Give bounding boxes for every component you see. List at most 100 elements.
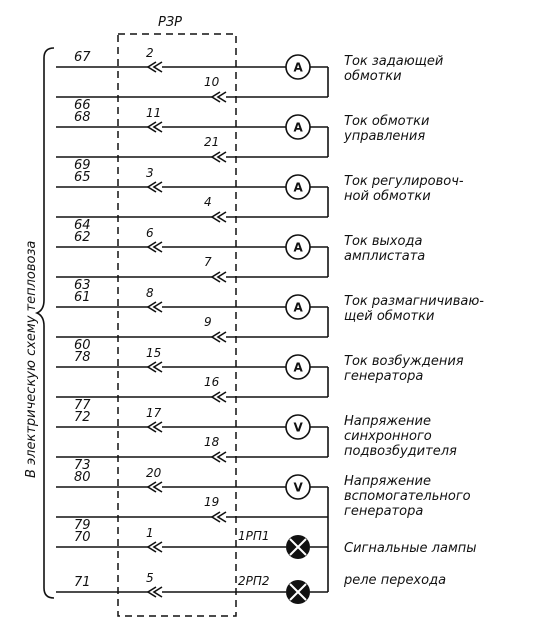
- connector-contact: [146, 121, 163, 133]
- connector-contact: [210, 451, 227, 463]
- lamp-cross: [289, 538, 307, 556]
- pin-number-top: 11: [146, 106, 161, 120]
- connector-contact: [210, 511, 227, 523]
- measurement-description: Напряжение: [344, 414, 431, 429]
- lamp-description: Сигнальные лампы: [344, 541, 477, 556]
- pin-number-bottom: 19: [204, 495, 219, 509]
- wire-number-bottom: 77: [74, 398, 91, 413]
- wire-number-bottom: 79: [74, 518, 91, 533]
- pin-number-bottom: 7: [204, 255, 212, 269]
- measurement-description: Ток задающей: [344, 54, 443, 69]
- measurement-description: Ток выхода: [344, 234, 422, 249]
- wire-number-top: 61: [74, 290, 91, 305]
- wire-number-top: 65: [74, 170, 91, 185]
- meter-letter: A: [294, 361, 304, 375]
- ammeter-icon: [285, 114, 311, 140]
- connector-contact: [146, 61, 163, 73]
- meter-letter: A: [294, 121, 304, 135]
- measurement-description: управления: [343, 129, 425, 144]
- wire-number: 70: [74, 530, 91, 545]
- ammeter-icon: [285, 174, 311, 200]
- connector-contact: [146, 586, 163, 598]
- connector-contact: [210, 331, 227, 343]
- connector-contact: [210, 151, 227, 163]
- meter-letter: A: [294, 241, 304, 255]
- ammeter-icon: [285, 354, 311, 380]
- lamp-description: реле перехода: [343, 573, 446, 588]
- connector-label: РЗР: [158, 15, 182, 30]
- wire-number-bottom: 69: [74, 158, 91, 173]
- measurement-description: подвозбудителя: [344, 444, 457, 459]
- pin-number: 1: [146, 526, 154, 540]
- wire-number-top: 80: [74, 470, 91, 485]
- wire-number-bottom: 66: [74, 98, 91, 113]
- measurement-description: обмотки: [344, 69, 402, 84]
- connector-contact: [146, 301, 163, 313]
- measurement-description: генератора: [344, 504, 423, 519]
- wire-number-bottom: 64: [74, 218, 91, 233]
- ammeter-icon: [285, 54, 311, 80]
- pin-number-top: 8: [146, 286, 154, 300]
- measurement-description: Ток регулировоч-: [344, 174, 464, 189]
- wire-number-top: 68: [74, 110, 91, 125]
- wire-number-top: 62: [74, 230, 91, 245]
- pin-number: 5: [146, 571, 154, 585]
- pin-number-bottom: 16: [204, 375, 220, 389]
- connector-contact: [210, 271, 227, 283]
- connector-contact: [146, 541, 163, 553]
- meter-letter: A: [294, 61, 304, 75]
- pin-number-top: 15: [146, 346, 161, 360]
- measurement-description: щей обмотки: [344, 309, 434, 324]
- measurement-description: вспомогательного: [344, 489, 471, 504]
- connector-contact: [146, 481, 163, 493]
- connector-contact: [210, 391, 227, 403]
- measurement-description: Ток обмотки: [344, 114, 429, 129]
- ammeter-icon: [285, 234, 311, 260]
- meter-letter: V: [294, 481, 304, 495]
- relay-label: 2РП2: [238, 574, 270, 588]
- connector-contact: [146, 421, 163, 433]
- measurement-description: ной обмотки: [344, 189, 431, 204]
- wire-number-bottom: 60: [74, 338, 91, 353]
- wire-number-top: 78: [74, 350, 91, 365]
- measurement-description: Ток возбуждения: [344, 354, 464, 369]
- wire-number-bottom: 63: [74, 278, 91, 293]
- connector-contact: [146, 241, 163, 253]
- connector-contact: [210, 91, 227, 103]
- connector-block: [117, 33, 237, 617]
- pin-number-top: 2: [146, 46, 154, 60]
- voltmeter-icon: [285, 474, 311, 500]
- lamp-cross: [289, 583, 307, 601]
- voltmeter-icon: [285, 414, 311, 440]
- wire-number-bottom: 73: [74, 458, 91, 473]
- connector-contact: [146, 361, 163, 373]
- pin-number-bottom: 21: [204, 135, 219, 149]
- ammeter-icon: [285, 294, 311, 320]
- pin-number-top: 3: [146, 166, 154, 180]
- pin-number-top: 6: [146, 226, 154, 240]
- pin-number-bottom: 10: [204, 75, 220, 89]
- measurement-description: синхронного: [344, 429, 432, 444]
- pin-number-top: 20: [146, 466, 162, 480]
- side-note: В электрическую схему тепловоза: [24, 241, 39, 478]
- pin-number-bottom: 9: [204, 315, 212, 329]
- measurement-description: амплистата: [344, 249, 425, 264]
- meter-letter: V: [294, 421, 304, 435]
- pin-number-top: 17: [146, 406, 162, 420]
- wire-number-top: 72: [74, 410, 91, 425]
- measurement-description: генератора: [344, 369, 423, 384]
- relay-label: 1РП1: [238, 529, 270, 543]
- pin-number-bottom: 4: [204, 195, 212, 209]
- pin-number-bottom: 18: [204, 435, 220, 449]
- wire-number-top: 67: [74, 50, 91, 65]
- measurement-description: Напряжение: [344, 474, 431, 489]
- meter-letter: A: [294, 301, 304, 315]
- left-brace: [34, 47, 55, 599]
- meter-letter: A: [294, 181, 304, 195]
- measurement-description: Ток размагничиваю-: [344, 294, 484, 309]
- wire-number: 71: [74, 575, 91, 590]
- connector-contact: [146, 181, 163, 193]
- connector-contact: [210, 211, 227, 223]
